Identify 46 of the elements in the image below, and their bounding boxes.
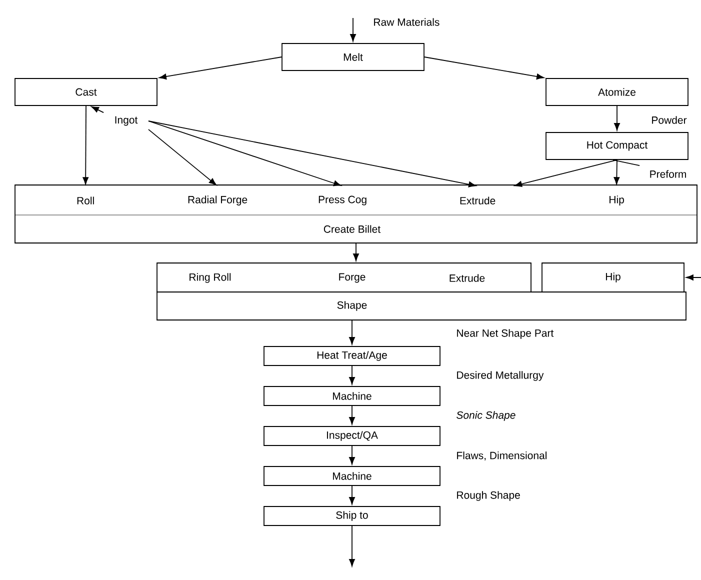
arrow [349, 526, 355, 567]
arrow [514, 160, 618, 187]
method-label: Press Cog [318, 196, 366, 206]
method-label: Roll [77, 196, 94, 204]
stage-note: Sonic Shape [456, 411, 516, 421]
arrow [350, 18, 356, 42]
edge-label: Powder [652, 116, 687, 124]
process-box: Inspect/QA [264, 426, 440, 446]
process-box: Hot Compact [546, 132, 688, 160]
leader-line [612, 160, 640, 166]
process-box: Cast [14, 78, 158, 106]
arrow [349, 366, 355, 385]
arrow [148, 120, 342, 186]
arrow [353, 243, 359, 262]
arrow [614, 106, 620, 131]
arrow [148, 120, 476, 188]
process-box: Machine [264, 466, 440, 486]
process-box: Shape [156, 292, 686, 320]
process-box: Machine [264, 386, 440, 406]
arrow [349, 486, 355, 505]
stage-note: Desired Metallurgy [457, 371, 544, 381]
arrow [82, 106, 89, 185]
arrow [686, 274, 701, 280]
arrow [349, 446, 355, 465]
stage-note: Flaws, Dimensional [457, 452, 546, 460]
arrow [148, 129, 217, 186]
process-box: Hip [542, 262, 684, 292]
branch-label: Preform [650, 170, 686, 178]
stage-note: Near Net Shape Part [457, 329, 554, 339]
edge-label: Raw Materials [374, 18, 440, 26]
branch-label: Ingot [115, 116, 138, 126]
arrow [614, 160, 620, 185]
stage-note: Rough Shape [457, 491, 520, 501]
arrow [349, 320, 355, 345]
arrow [91, 106, 104, 113]
process-box: Ship to [264, 506, 440, 526]
process-box: Heat Treat/Age [264, 346, 440, 366]
arrow [349, 406, 355, 425]
process-box: Melt [282, 43, 424, 71]
arrow [424, 56, 544, 80]
method-label: Radial Forge [188, 196, 248, 206]
method-label: Hip [610, 196, 624, 206]
method-label: Extrude [460, 196, 496, 204]
process-box: Atomize [546, 78, 688, 106]
arrow [158, 56, 282, 80]
method-box: Ring Roll Forge Extrude [156, 262, 532, 292]
